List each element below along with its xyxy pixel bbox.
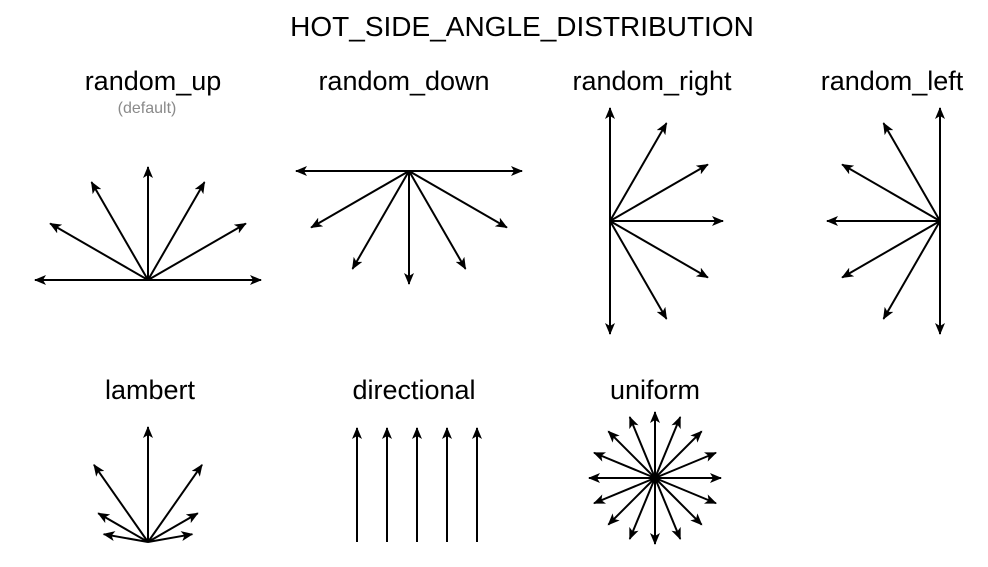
uniform-arrow-3 (654, 430, 703, 479)
panel-title-lambert: lambert (105, 375, 196, 405)
uniform-arrows (588, 411, 722, 545)
uniform-arrow-16 (654, 477, 717, 505)
lambert-arrow-1 (147, 531, 194, 543)
uniform-arrow-11 (607, 477, 656, 526)
random-right-arrow-2 (609, 122, 668, 222)
random-left-arrows (826, 107, 945, 335)
random-left-arrow-6 (882, 220, 941, 320)
uniform-arrow-8 (593, 451, 656, 479)
random-left-arrow-5 (841, 220, 941, 279)
random-down-arrows (295, 166, 523, 285)
random-up-arrow-5 (90, 181, 149, 281)
random-up-arrows (34, 166, 262, 285)
lambert-arrow-3 (147, 464, 203, 543)
diagram-title: HOT_SIDE_ANGLE_DISTRIBUTION (290, 11, 754, 42)
random-right-arrow-3 (609, 163, 709, 222)
uniform-arrow-14 (654, 477, 682, 540)
uniform-arrow-2 (654, 451, 717, 479)
panel-title-random-left: random_left (821, 66, 964, 96)
lambert-arrow-5 (93, 464, 149, 543)
random-down-arrow-2 (408, 170, 508, 229)
uniform-arrow-12 (628, 477, 656, 540)
panel-title-random-down: random_down (318, 66, 489, 96)
random-up-arrow-6 (49, 222, 149, 281)
lambert-arrow-6 (97, 512, 149, 543)
panel-title-random-right: random_right (572, 66, 732, 96)
random-up-arrow-2 (147, 222, 247, 281)
default-note: (default) (118, 100, 177, 117)
random-down-arrow-6 (310, 170, 410, 229)
uniform-arrow-4 (654, 416, 682, 479)
lambert-arrows (93, 426, 203, 543)
panel-title-random-up: random_up (85, 66, 222, 96)
uniform-arrow-10 (593, 477, 656, 505)
random-down-arrow-5 (351, 170, 410, 270)
random-down-arrow-3 (408, 170, 467, 270)
random-right-arrows (605, 107, 724, 335)
random-right-arrow-5 (609, 220, 709, 279)
lambert-arrow-2 (147, 512, 199, 543)
panel-title-directional: directional (352, 375, 475, 405)
uniform-arrow-6 (628, 416, 656, 479)
panel-title-uniform: uniform (610, 375, 700, 405)
random-left-arrow-3 (841, 163, 941, 222)
directional-arrows (352, 427, 482, 542)
uniform-arrow-7 (607, 430, 656, 479)
uniform-arrow-15 (654, 477, 703, 526)
lambert-arrow-7 (102, 531, 149, 543)
random-up-arrow-3 (147, 181, 206, 281)
random-right-arrow-6 (609, 220, 668, 320)
random-left-arrow-2 (882, 122, 941, 222)
